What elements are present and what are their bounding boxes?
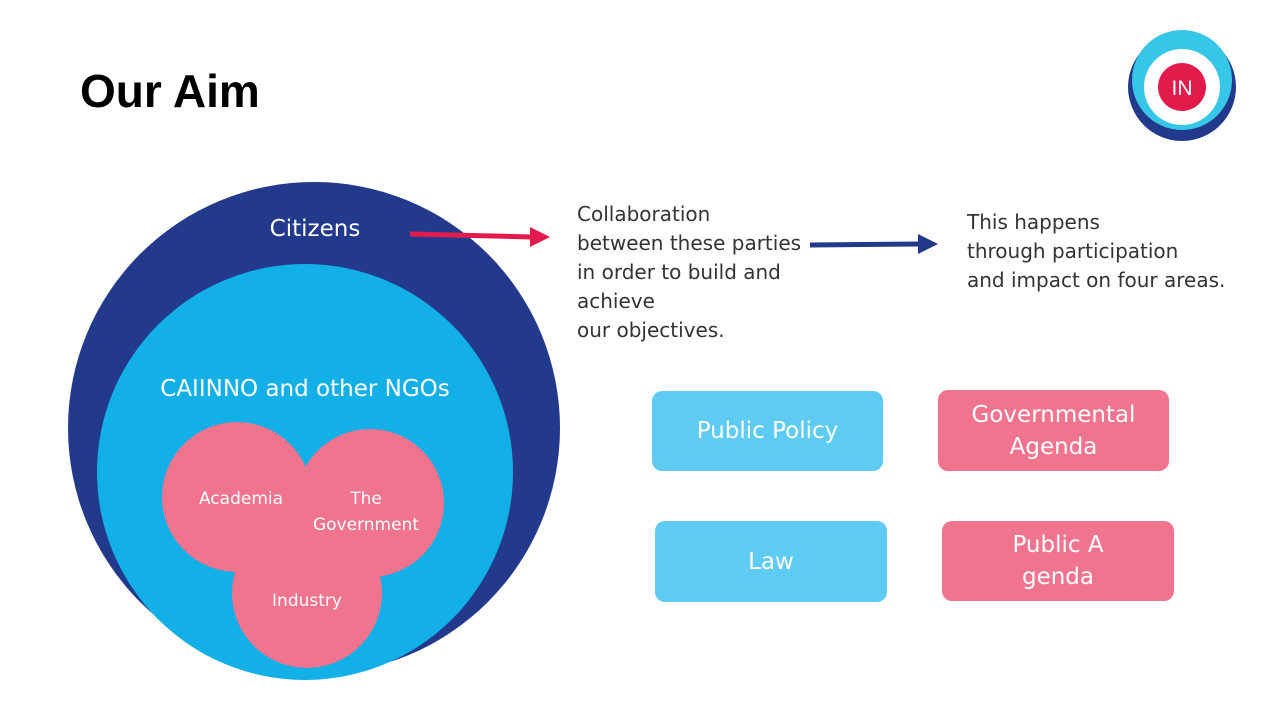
collaboration-text: Collaboration between these parties in o… xyxy=(577,202,802,342)
page-title: Our Aim xyxy=(80,65,260,117)
area-governmental-agenda: Governmental Agenda xyxy=(938,390,1169,471)
industry-circle xyxy=(232,518,382,668)
industry-label: Industry xyxy=(272,591,342,611)
academia-label: Academia xyxy=(198,489,284,509)
logo: IN xyxy=(1128,30,1236,141)
logo-text: IN xyxy=(1172,77,1193,100)
area-public-agenda: Public A genda xyxy=(942,521,1174,601)
ngos-label: CAIINNO and other NGOs xyxy=(160,376,450,402)
area-label: Law xyxy=(748,548,794,575)
blue-arrow xyxy=(809,234,938,254)
area-law: Law xyxy=(655,521,887,602)
area-label: Governmental Agenda xyxy=(971,401,1136,460)
citizens-label: Citizens xyxy=(269,216,361,242)
area-label: Public A genda xyxy=(1012,532,1104,590)
participation-text: This happens through participation and i… xyxy=(967,210,1226,292)
area-label: Public Policy xyxy=(696,418,839,444)
government-label: The Government xyxy=(312,489,420,535)
area-public-policy: Public Policy xyxy=(652,391,883,471)
red-arrow xyxy=(409,227,550,247)
